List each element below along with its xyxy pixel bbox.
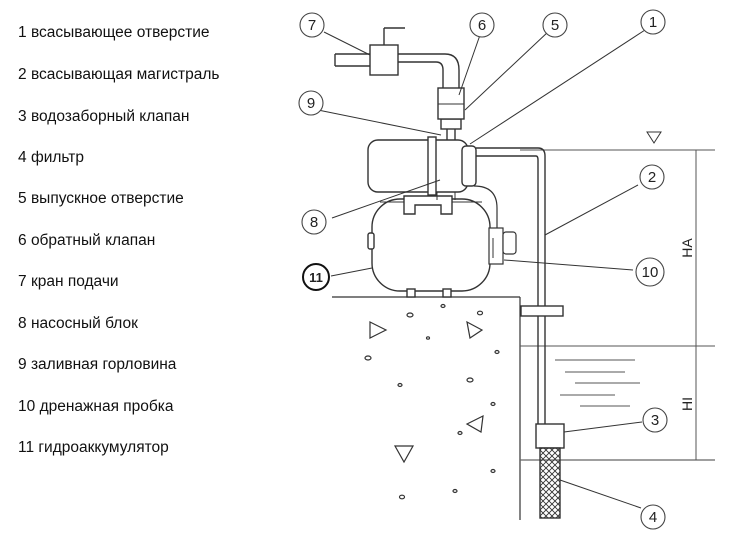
- callout-5: 5: [542, 12, 568, 38]
- legend-item: 10 дренажная пробка: [18, 398, 174, 415]
- legend-item: 1 всасывающее отверстие: [18, 24, 210, 41]
- svg-text:11: 11: [309, 270, 323, 285]
- callout-8: 8: [301, 209, 327, 235]
- callout-9: 9: [298, 90, 324, 116]
- legend-item: 3 водозаборный клапан: [18, 108, 190, 125]
- drain-plug: [473, 185, 517, 265]
- legend-item: 4 фильтр: [18, 149, 84, 166]
- water-level: [520, 345, 715, 407]
- svg-text:5: 5: [551, 17, 559, 34]
- pump-unit: [367, 136, 477, 200]
- legend-item: 8 насосный блок: [18, 315, 138, 332]
- svg-text:4: 4: [649, 509, 657, 526]
- pressure-tank: [367, 195, 491, 298]
- svg-text:1: 1: [649, 14, 657, 31]
- callout-6: 6: [469, 12, 495, 38]
- callout-7: 7: [299, 12, 325, 38]
- svg-text:8: 8: [310, 214, 318, 231]
- legend-item: 11 гидроаккумулятор: [18, 439, 169, 456]
- callout-10: 10: [635, 257, 665, 287]
- dimension-lines: HA HI: [520, 131, 715, 460]
- legend-item: 5 выпускное отверстие: [18, 190, 184, 207]
- legend-item: 9 заливная горловина: [18, 356, 177, 373]
- callout-3: 3: [642, 407, 668, 433]
- svg-text:2: 2: [648, 169, 656, 186]
- svg-text:10: 10: [642, 264, 659, 281]
- svg-text:3: 3: [651, 412, 659, 429]
- callout-4: 4: [640, 504, 666, 530]
- suction-line: [476, 147, 565, 519]
- callout-11: 11: [302, 263, 330, 291]
- discharge-line: [334, 27, 465, 140]
- callout-1: 1: [640, 9, 666, 35]
- svg-text:9: 9: [307, 95, 315, 112]
- svg-text:6: 6: [478, 17, 486, 34]
- svg-text:7: 7: [308, 17, 316, 34]
- legend-item: 7 кран подачи: [18, 273, 119, 290]
- ha-label: HA: [679, 238, 695, 258]
- hi-label: HI: [679, 397, 695, 411]
- callout-2: 2: [639, 164, 665, 190]
- legend-item: 2 всасывающая магистраль: [18, 66, 220, 83]
- callouts: 1 5 6 7 9 8 11 2 10 3 4: [298, 9, 668, 530]
- leader-lines: [317, 29, 646, 509]
- legend-item: 6 обратный клапан: [18, 232, 156, 249]
